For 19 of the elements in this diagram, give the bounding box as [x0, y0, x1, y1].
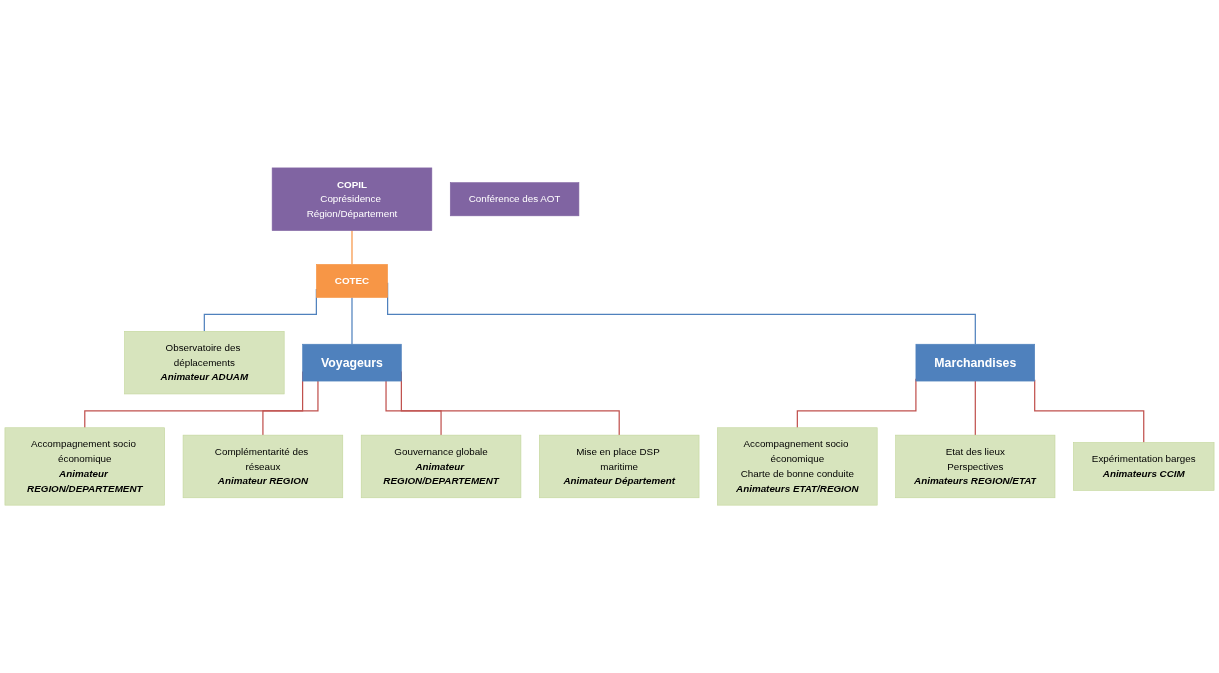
node-box: Accompagnement socio économique Animateur REGION/DEPARTEMENT	[4, 427, 165, 506]
node-box: Observatoire des déplacements Animateur ADUAM	[124, 330, 285, 395]
node-box: Gouvernance globale Animateur REGION/DEPARTEMENT	[360, 434, 522, 499]
connector	[351, 296, 353, 345]
node-box: COPIL Coprésidence Région/Département	[271, 167, 433, 231]
connector	[1034, 379, 1145, 444]
connector	[351, 229, 353, 265]
node-box: Etat des lieux Perspectives Animateurs REGION/ETAT	[895, 434, 1056, 499]
node-box: Accompagnement socio économique Charte de bonne conduite Animateurs ETAT/REGION	[717, 427, 878, 506]
node-box: Marchandises	[915, 343, 1035, 382]
connector	[262, 380, 319, 436]
node-box: COTEC	[316, 264, 388, 298]
connector	[385, 380, 442, 436]
node-box: Complémentarité des réseaux Animateur REGION	[182, 434, 344, 499]
node-box: Conférence des AOT	[449, 182, 580, 217]
node-box: Mise en place DSP maritime Animateur Département	[539, 434, 700, 499]
connector	[974, 380, 976, 436]
node-box: Voyageurs	[302, 343, 402, 382]
node-box: Expérimentation barges Animateurs CCIM	[1073, 442, 1215, 491]
